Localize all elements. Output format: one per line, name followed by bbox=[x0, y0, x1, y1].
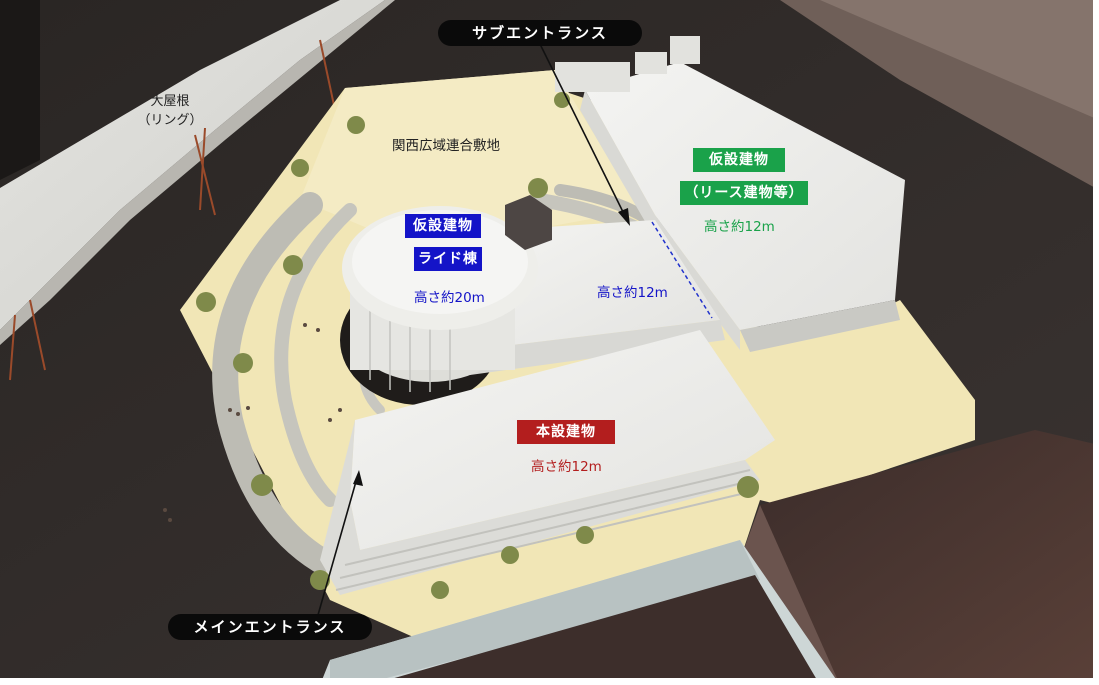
ring-roof-columns bbox=[9, 39, 336, 381]
building-boundary-dashed-line bbox=[651, 221, 713, 319]
roof-ring-label: 大屋根 （リング） bbox=[130, 92, 210, 130]
front-right-building bbox=[740, 430, 1099, 685]
ride-building-cube bbox=[505, 195, 552, 250]
ride-building-tag-ride: ライド棟 bbox=[414, 247, 482, 271]
people-dots bbox=[163, 323, 342, 522]
main-building-floors bbox=[335, 469, 759, 591]
main-entrance-label: メインエントランス bbox=[168, 614, 372, 640]
main-entrance-arrowhead bbox=[353, 470, 363, 486]
lease-building-height: 高さ約12m bbox=[704, 219, 775, 235]
sub-entrance-label: サブエントランス bbox=[438, 20, 642, 46]
lease-building-tag-temporary: 仮設建物 bbox=[693, 148, 785, 172]
main-building-facade bbox=[320, 420, 760, 595]
frame-right-edge bbox=[1093, 0, 1099, 685]
ring-roof bbox=[0, 0, 385, 330]
trees bbox=[196, 92, 759, 599]
lease-building-boxes bbox=[555, 36, 700, 92]
site-name-label: 関西広域連合敷地 bbox=[392, 138, 500, 154]
upper-right-wall-shade bbox=[820, 0, 1099, 120]
middle-building-height: 高さ約12m bbox=[597, 285, 668, 301]
front-bottom-building-roof bbox=[370, 575, 820, 685]
ride-building-height: 高さ約20m bbox=[414, 290, 485, 306]
middle-building-side bbox=[470, 320, 725, 375]
sub-entrance-arrowhead bbox=[618, 208, 630, 226]
front-bottom-building-top bbox=[330, 540, 760, 685]
entrance-arrows bbox=[317, 43, 627, 616]
lease-building-side bbox=[740, 300, 900, 352]
ride-building-tag-temporary: 仮設建物 bbox=[405, 214, 481, 238]
main-building-tag: 本設建物 bbox=[517, 420, 615, 444]
roof-ring-label-line2: （リング） bbox=[137, 113, 203, 128]
roof-ring-label-line1: 大屋根 bbox=[150, 94, 190, 109]
ring-roof-left-block bbox=[0, 0, 40, 180]
main-building-height: 高さ約12m bbox=[531, 459, 602, 475]
lease-building-wall bbox=[580, 90, 740, 350]
frame-bottom-edge bbox=[0, 678, 1099, 685]
lease-building-tag-lease: （リース建物等） bbox=[680, 181, 808, 205]
